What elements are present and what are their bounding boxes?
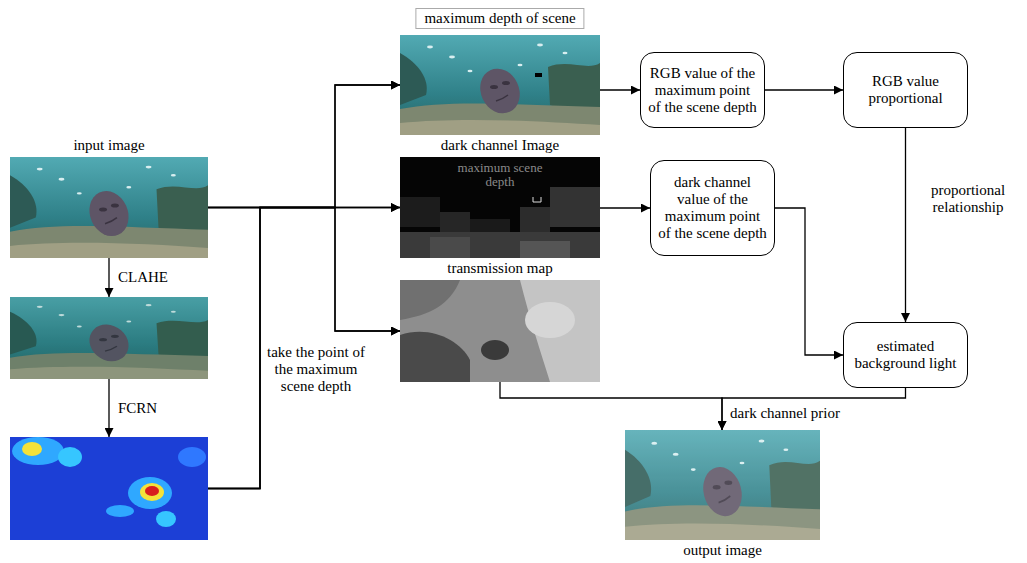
image-caption: output image xyxy=(585,542,860,559)
connector-arrow xyxy=(765,89,843,90)
image-caption: dark channel Image xyxy=(360,137,640,154)
edge-label: dark channel prior xyxy=(730,405,870,422)
image-node: maximum depth of scenedark channel Image xyxy=(400,35,600,135)
boxed-heading: maximum depth of scene xyxy=(415,8,584,29)
connector-arrow xyxy=(208,85,400,208)
connector-arrow xyxy=(208,208,400,332)
box-text: RGB value of the maximum point of the sc… xyxy=(647,65,758,116)
box-text: dark channel value of the maximum point … xyxy=(657,174,768,242)
connector-arrow xyxy=(208,208,400,489)
edge-label: CLAHE xyxy=(118,269,198,286)
connector-arrow xyxy=(905,128,906,322)
connector-arrow xyxy=(500,382,722,430)
process-box: RGB value of the maximum point of the sc… xyxy=(640,52,765,128)
image-node xyxy=(400,280,600,382)
image-node: input image xyxy=(10,157,208,258)
image-node xyxy=(10,297,208,379)
image-node: output image xyxy=(625,430,820,540)
dark-channel-photo xyxy=(400,35,600,135)
box-text: estimated background light xyxy=(850,338,961,372)
connector-arrow xyxy=(108,379,109,437)
edge-label: proportional relationship xyxy=(912,182,1024,216)
input-photo xyxy=(10,157,208,258)
connector-arrow xyxy=(775,208,843,355)
edge-label: take the point of the maximum scene dept… xyxy=(264,344,368,395)
image-node: maximum scene depthtransmission map xyxy=(400,157,600,258)
clahe-photo xyxy=(10,297,208,379)
transmission-map-picture xyxy=(400,157,600,258)
connector-arrow xyxy=(600,89,640,90)
box-text: RGB value proportional xyxy=(850,73,961,107)
connector-arrow xyxy=(208,208,400,489)
process-box: RGB value proportional xyxy=(843,52,968,128)
connector-arrow xyxy=(722,388,906,430)
image-caption: input image xyxy=(0,137,248,154)
process-box: estimated background light xyxy=(843,322,968,388)
depth-heatmap xyxy=(10,437,208,540)
output-photo xyxy=(625,430,820,540)
connector-arrow xyxy=(108,258,109,297)
image-caption: transmission map xyxy=(360,260,640,277)
depth-gray-picture xyxy=(400,280,600,382)
process-box: dark channel value of the maximum point … xyxy=(650,160,775,256)
edge-label: FCRN xyxy=(118,400,198,417)
connector-arrow xyxy=(208,85,400,489)
image-node xyxy=(10,437,208,540)
overlay-text: maximum scene depth xyxy=(445,161,555,189)
connector-arrow xyxy=(600,207,650,208)
